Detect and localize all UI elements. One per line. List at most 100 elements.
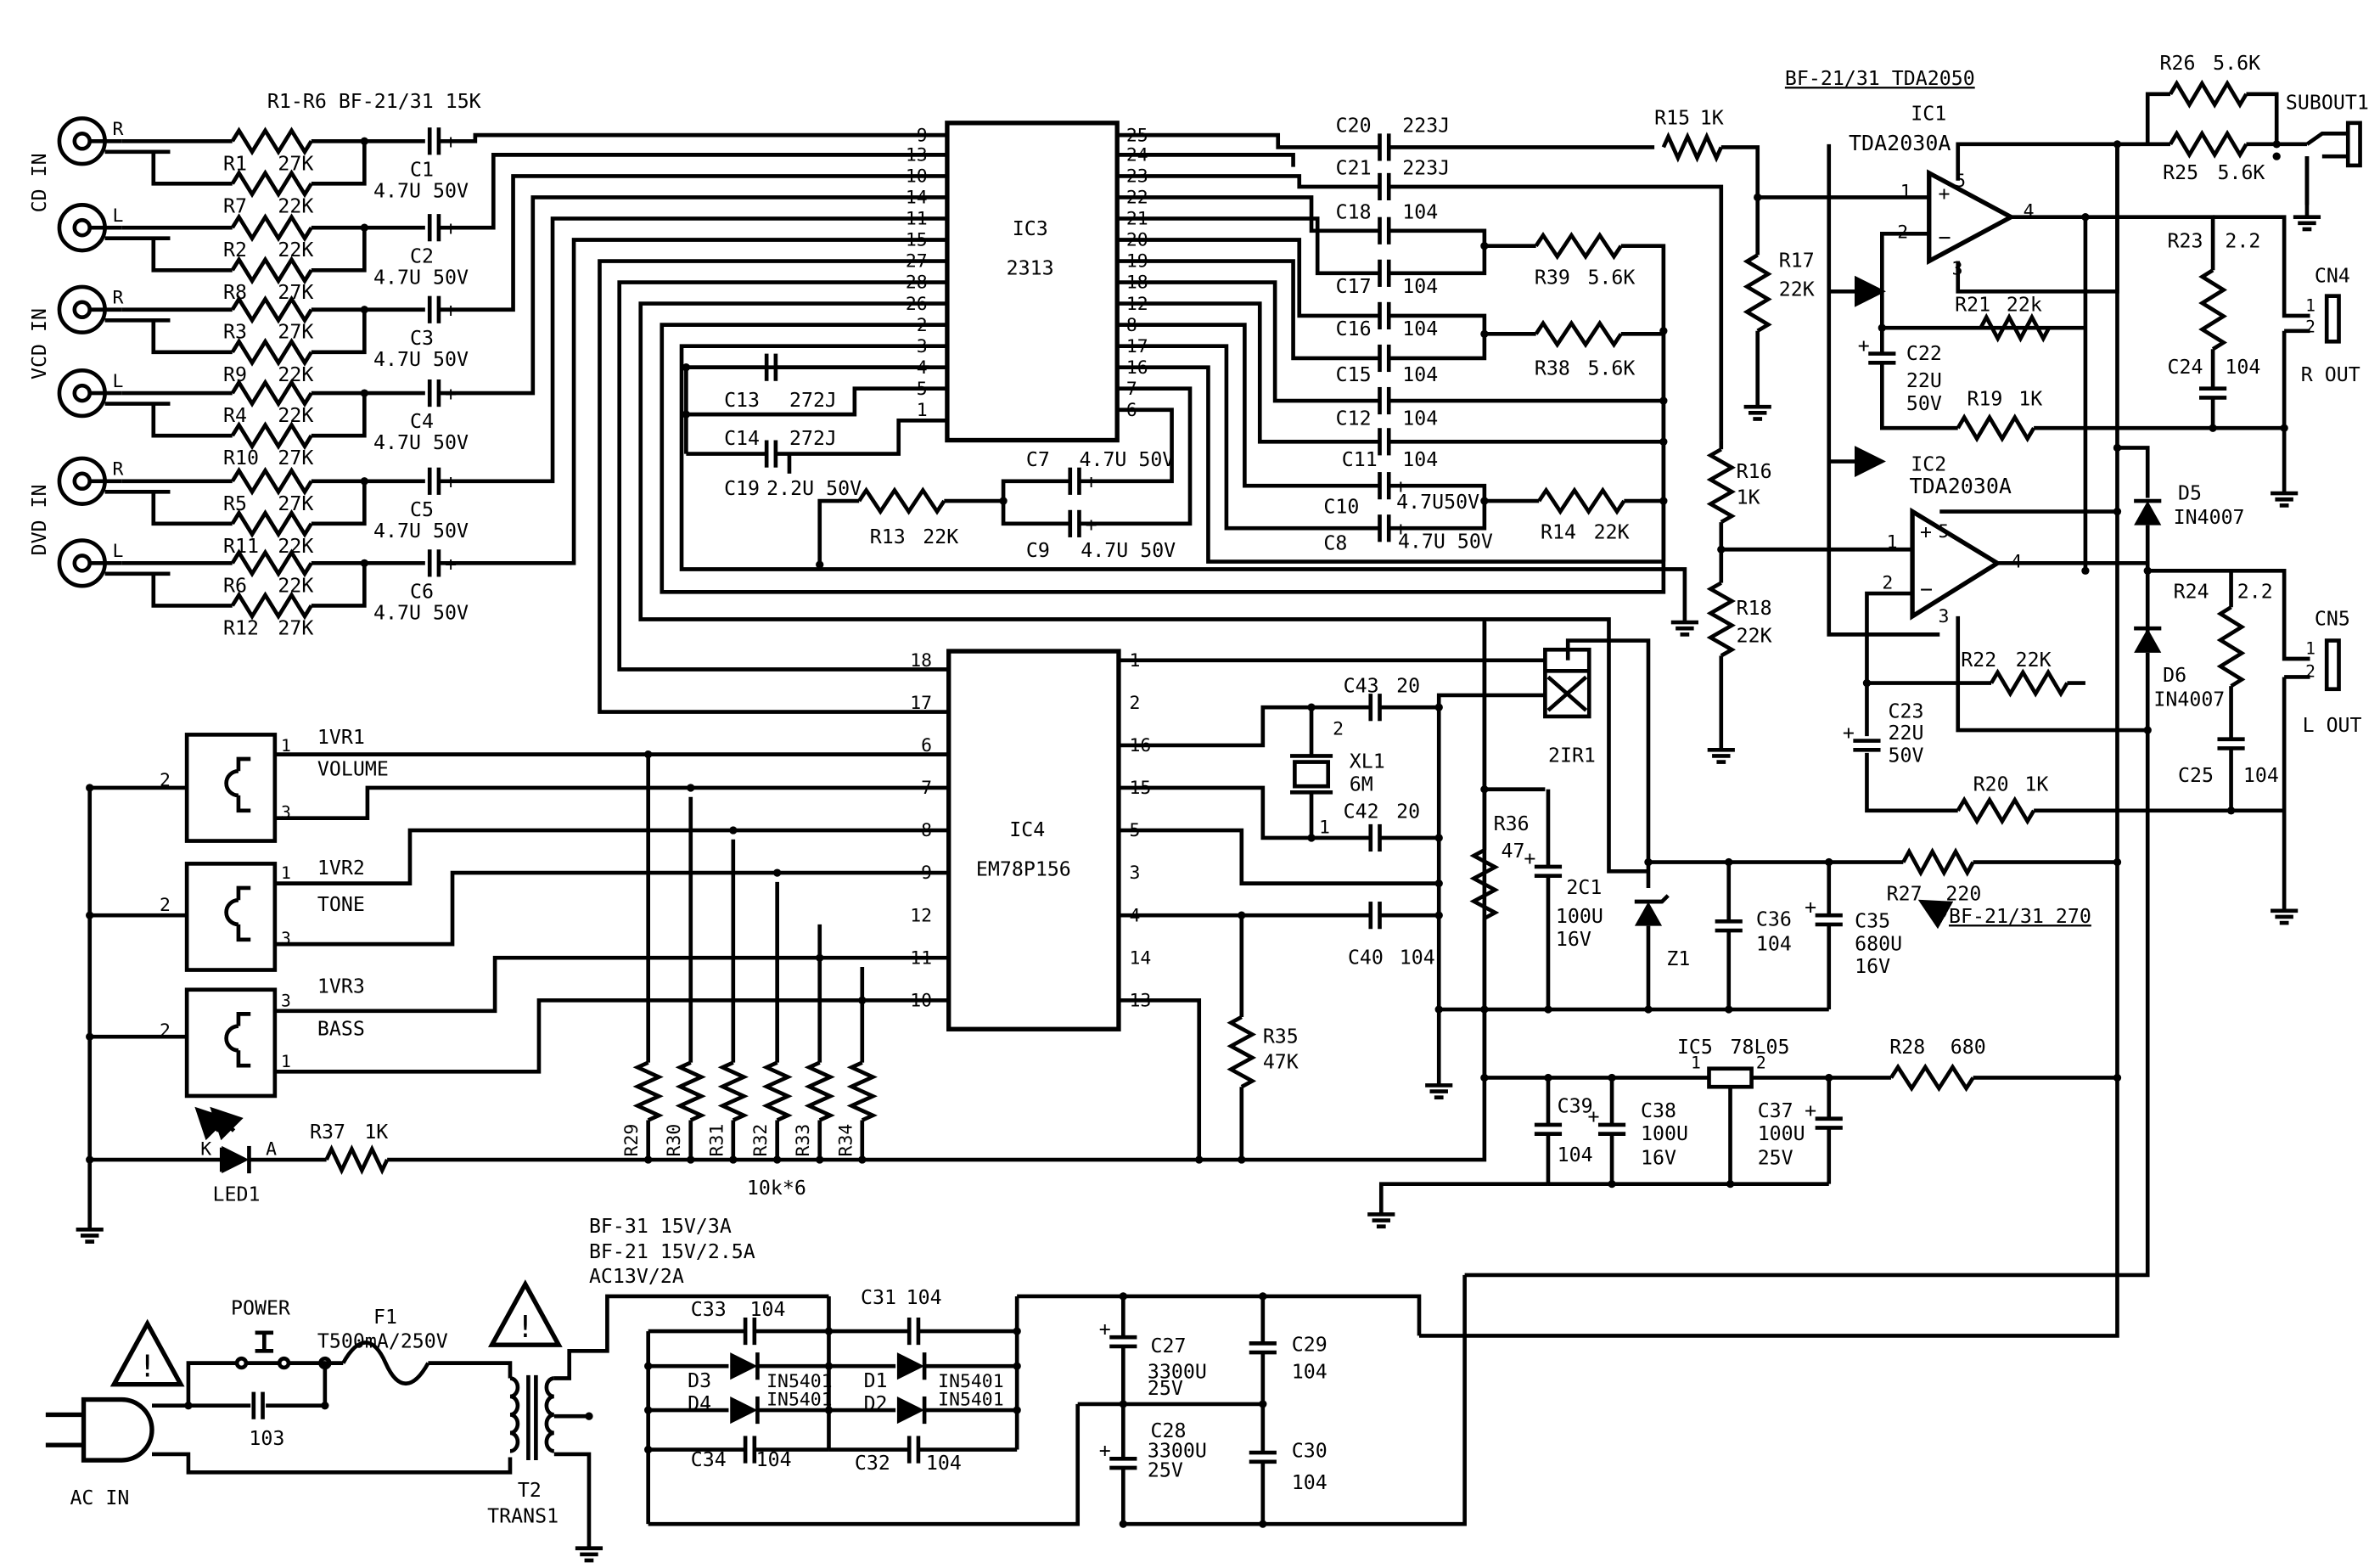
r26-resistor	[2169, 79, 2248, 109]
capacitor-plus-sign: +	[1843, 722, 1855, 745]
c32-label: C32	[855, 1452, 890, 1475]
c29-label: C29	[1292, 1333, 1328, 1356]
ic1-pin4: 4	[2024, 201, 2035, 222]
c31-value: 104	[907, 1286, 942, 1309]
junction-dot	[1608, 1179, 1616, 1189]
r27-pointer-arrow	[1917, 899, 1954, 930]
c15-label: C15	[1336, 363, 1372, 386]
input-resistor-b-value: 27K	[278, 281, 313, 304]
junction-dot	[644, 1406, 653, 1414]
input-cap-value: 4.7U 50V	[373, 602, 469, 625]
c17-label: C17	[1336, 275, 1372, 298]
led1-light-arrow	[210, 1106, 244, 1141]
capacitor-plus-sign: +	[1858, 334, 1870, 357]
c40-value: 104	[1400, 946, 1435, 969]
wire	[1865, 591, 1913, 683]
wire	[1081, 386, 1193, 526]
input-jack-1-pin	[72, 217, 93, 238]
r28-label: R28	[1889, 1036, 1925, 1059]
wire	[1865, 752, 1958, 813]
d6-value: IN4007	[2153, 688, 2225, 711]
junction-dot	[1726, 1179, 1735, 1189]
wire	[311, 563, 367, 608]
d5-diode-icon	[2134, 501, 2162, 525]
c35-value2: 16V	[1855, 955, 1890, 978]
ic2-pin2: 2	[1882, 573, 1893, 594]
wire	[152, 1361, 238, 1408]
power-switch-label: POWER	[231, 1296, 290, 1319]
vr2-pin3: 3	[281, 929, 291, 948]
input-resistor-a-label: R6	[223, 574, 247, 597]
ic1-pin2: 2	[1897, 222, 1908, 244]
junction-dot	[1434, 911, 1443, 919]
capacitor-plus-sign: +	[1805, 896, 1816, 919]
vr3-pot	[184, 987, 278, 1099]
capacitor-plus-sign: +	[445, 553, 457, 576]
junction-dot	[360, 389, 368, 397]
input-resistor-a-value: 27K	[278, 492, 313, 515]
wire	[1390, 184, 1724, 441]
wire	[311, 481, 367, 526]
wire	[2231, 568, 2310, 661]
input-resistor-b-value: 27K	[278, 447, 313, 469]
junction-dot	[1259, 1520, 1267, 1528]
c12-value: 104	[1402, 407, 1438, 430]
c18-value: 104	[1402, 200, 1438, 223]
wire	[1880, 364, 1958, 430]
ic3-part: 2313	[1007, 257, 1054, 280]
c7-label: C7	[1026, 448, 1050, 471]
c24-label: C24	[2167, 356, 2203, 379]
junction-dot	[1608, 1073, 1616, 1082]
capacitor-plus-sign: +	[1805, 1099, 1816, 1122]
junction-dot	[2280, 424, 2288, 432]
input-resistor-a-value: 22K	[278, 574, 313, 597]
wire	[1464, 652, 2150, 1278]
wire	[1118, 998, 1202, 1161]
rpack-resistor-label: R33	[793, 1124, 814, 1157]
r35-resistor	[1226, 1014, 1257, 1089]
c22-label: C22	[1906, 342, 1942, 365]
r28-resistor	[1889, 1063, 1975, 1093]
junction-dot	[360, 137, 368, 145]
junction-dot	[585, 1412, 593, 1420]
r21-value: 22k	[2007, 294, 2042, 317]
junction-dot	[773, 868, 782, 877]
ic1-label: IC1	[1911, 102, 1946, 125]
wire	[1001, 479, 1069, 502]
input-resistor-a-label: R5	[223, 492, 247, 515]
wire	[1620, 244, 1666, 331]
switch-contact	[318, 1356, 332, 1370]
wire	[440, 174, 947, 312]
c15-value: 104	[1402, 363, 1438, 386]
input-resistor-b	[230, 337, 313, 367]
c14-value: 272J	[789, 427, 837, 450]
junction-dot	[1013, 1406, 1021, 1414]
wire	[1123, 1274, 1467, 1526]
ic3-left-pin: 1	[917, 400, 928, 421]
rpack-resistor-label: R31	[706, 1124, 727, 1157]
c27-label: C27	[1151, 1335, 1187, 1357]
wire	[1880, 232, 1929, 329]
r17-value: 22K	[1779, 278, 1815, 301]
junction-dot	[1644, 857, 1653, 867]
c30-label: C30	[1292, 1439, 1328, 1462]
wire	[1117, 301, 1378, 444]
wire	[311, 309, 367, 355]
input-resistor-a	[230, 126, 313, 156]
ic5-pin2: 2	[1756, 1054, 1766, 1073]
xl1-label: XL1	[1350, 750, 1385, 773]
input-cap-label: C1	[410, 158, 434, 181]
wire	[817, 498, 860, 565]
input-resistor-a	[230, 548, 313, 578]
r36-value: 47	[1502, 840, 1525, 863]
wire	[151, 492, 233, 526]
junction-dot	[360, 306, 368, 314]
cn4-label: CN4	[2315, 265, 2350, 288]
c29-value: 104	[1292, 1361, 1328, 1384]
input-jack-0-pin	[72, 132, 93, 151]
jack-channel-label: R	[113, 119, 124, 140]
wire	[553, 1452, 592, 1548]
c43-label: C43	[1344, 674, 1379, 697]
input-resistor-b	[230, 421, 313, 451]
ir-receiver-cross	[1545, 668, 1590, 712]
